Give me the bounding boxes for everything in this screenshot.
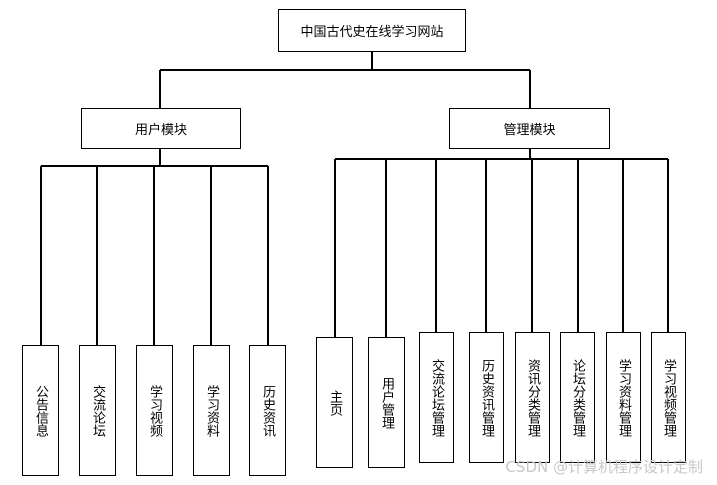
leaf-announcement: 公告信息 xyxy=(22,345,59,476)
user-module-node: 用户模块 xyxy=(81,108,241,149)
leaf-study-material: 学习资料 xyxy=(193,345,230,476)
leaf-home: 主页 xyxy=(316,337,353,468)
leaf-forum-management: 交流论坛管理 xyxy=(419,332,454,463)
leaf-history-news: 历史资讯 xyxy=(249,345,286,476)
leaf-forum: 交流论坛 xyxy=(79,345,116,476)
leaf-history-news-management: 历史资讯管理 xyxy=(469,332,504,463)
admin-module-label: 管理模块 xyxy=(503,123,556,138)
leaf-study-video: 学习视频 xyxy=(136,345,173,476)
leaf-video-management: 学习视频管理 xyxy=(651,332,686,463)
root-label: 中国古代史在线学习网站 xyxy=(300,25,444,40)
root-node: 中国古代史在线学习网站 xyxy=(278,9,466,52)
watermark: CSDN @计算机程序设计定制 xyxy=(505,458,703,476)
admin-module-node: 管理模块 xyxy=(449,108,610,149)
leaf-user-management: 用户管理 xyxy=(368,337,405,468)
leaf-material-management: 学习资料管理 xyxy=(606,332,641,463)
leaf-news-category-management: 资讯分类管理 xyxy=(515,332,550,463)
leaf-forum-category-management: 论坛分类管理 xyxy=(560,332,595,463)
user-module-label: 用户模块 xyxy=(134,123,187,138)
